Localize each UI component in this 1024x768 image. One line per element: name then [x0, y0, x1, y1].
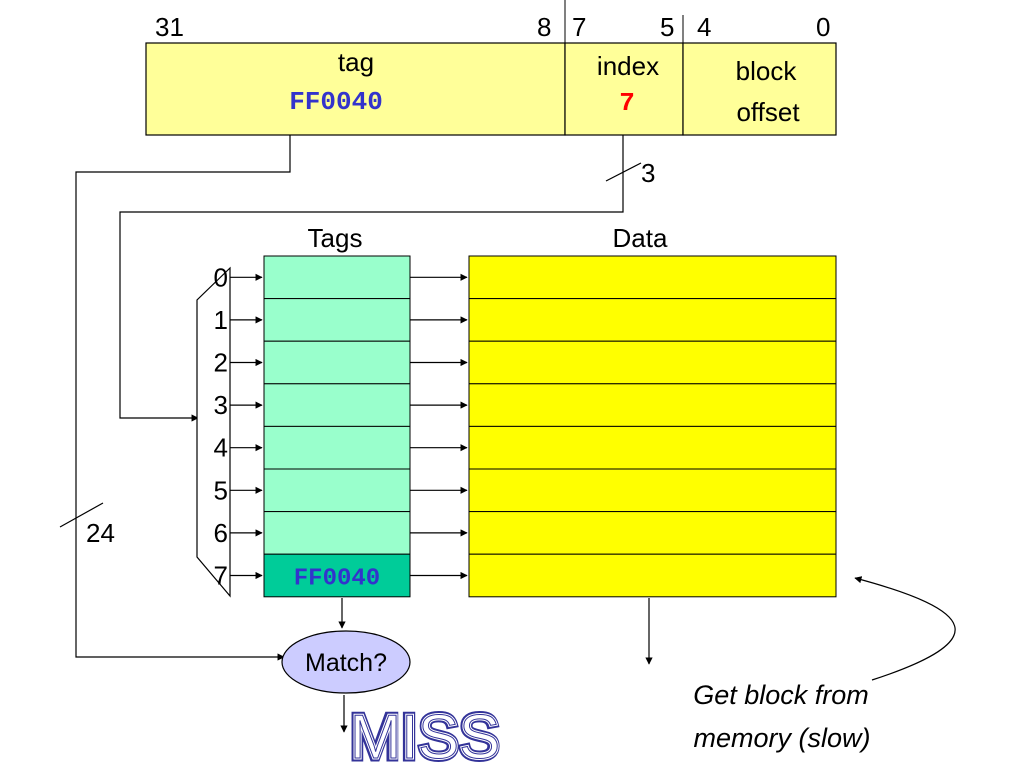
tag-label: tag — [338, 47, 374, 77]
row-index-4: 4 — [214, 433, 228, 463]
block-offset-field — [682, 42, 837, 136]
data-row-5 — [468, 468, 837, 513]
index-width-label: 3 — [641, 158, 655, 188]
miss-result: MISS — [350, 703, 500, 768]
data-row-6 — [468, 511, 837, 555]
tag-width-slash — [59, 502, 104, 528]
tag-field — [145, 42, 566, 136]
index-decoder — [196, 266, 231, 598]
index-wire — [119, 135, 624, 422]
tag-row-1 — [263, 298, 411, 342]
row-index-5: 5 — [214, 475, 228, 505]
stored-tag-value: FF0040 — [294, 566, 380, 593]
index-label: index — [597, 51, 659, 81]
index-value: 7 — [619, 88, 635, 118]
bit-0-label: 0 — [816, 12, 830, 42]
tag-width-label: 24 — [86, 518, 115, 548]
index-field — [564, 42, 684, 136]
match-label: Match? — [305, 649, 387, 677]
data-row-3 — [468, 383, 837, 427]
data-row-2 — [468, 340, 837, 385]
data-row-0 — [468, 255, 837, 300]
offset-label-line1: block — [736, 56, 798, 86]
data-row-4 — [468, 425, 837, 470]
memory-fetch-arrow — [854, 576, 956, 681]
tag-row-2 — [263, 340, 411, 385]
address-register: 31 8 7 5 4 0 tag FF0040 index 7 block of… — [145, 0, 837, 136]
bit-5-label: 5 — [660, 12, 674, 42]
index-width-slash — [605, 162, 642, 182]
wires — [59, 135, 653, 733]
miss-result-core: MISS — [350, 703, 500, 768]
tag-row-7 — [263, 553, 411, 598]
tag-row-3 — [263, 383, 411, 427]
annotation-line1: Get block from — [693, 680, 869, 710]
tag-wire — [75, 135, 291, 661]
tag-row-0 — [263, 255, 411, 300]
bit-31-label: 31 — [155, 12, 184, 42]
row-index-6: 6 — [214, 518, 228, 548]
row-index-2: 2 — [214, 348, 228, 378]
annotation-line2: memory (slow) — [693, 723, 870, 753]
row-index-0: 0 — [214, 262, 228, 292]
tags-header: Tags — [308, 223, 363, 253]
cache-rows: 0 1 2 3 4 5 6 7 FF0040 — [214, 255, 837, 598]
data-row-7 — [468, 553, 837, 598]
bit-4-label: 4 — [697, 12, 711, 42]
row-index-3: 3 — [214, 390, 228, 420]
bit-7-label: 7 — [572, 12, 586, 42]
row-index-1: 1 — [214, 305, 228, 335]
row-index-7: 7 — [214, 561, 228, 591]
tag-row-6 — [263, 511, 411, 555]
tag-row-5 — [263, 468, 411, 513]
data-header: Data — [613, 223, 668, 253]
miss-result-inner: MISS — [350, 703, 500, 768]
tag-value: FF0040 — [289, 87, 383, 117]
data-row-1 — [468, 298, 837, 342]
tag-row-4 — [263, 425, 411, 470]
match-comparator — [281, 630, 411, 694]
offset-label-line2: offset — [736, 97, 800, 127]
bit-8-label: 8 — [537, 12, 551, 42]
